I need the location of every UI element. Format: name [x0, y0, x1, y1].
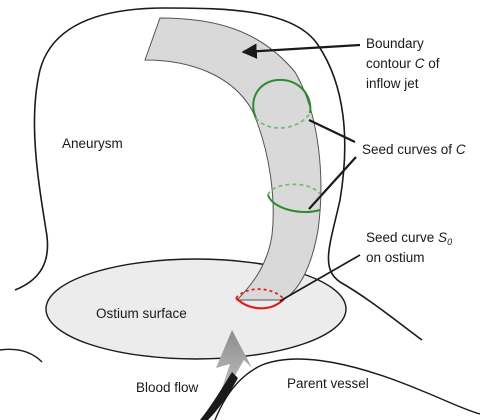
pointer-seed-lower — [308, 156, 357, 210]
label-seed-curves: Seed curves of C — [362, 142, 466, 157]
label-seed-s0-line1: Seed curve S0 — [366, 230, 452, 247]
label-boundary-line3: inflow jet — [366, 76, 419, 91]
label-boundary-line2: contour C of — [366, 56, 440, 71]
label-ostium-surface: Ostium surface — [96, 306, 187, 321]
pointer-boundary — [241, 43, 361, 59]
seed-curve-upper-dashed — [255, 112, 311, 129]
pointer-seed-upper — [308, 119, 356, 143]
label-blood-flow: Blood flow — [136, 380, 199, 395]
label-seed-s0-line2: on ostium — [366, 250, 425, 265]
label-parent-vessel: Parent vessel — [287, 376, 369, 391]
parent-vessel-wall-left — [0, 348, 43, 363]
label-aneurysm: Aneurysm — [62, 136, 123, 151]
seed-curve-s0-dashed — [235, 288, 285, 300]
pointer-s0 — [279, 254, 361, 302]
seed-curve-s0-solid — [235, 297, 285, 310]
inflow-jet-tube — [144, 17, 322, 301]
aneurysm-outline — [14, 7, 423, 341]
seed-curve-upper-solid — [252, 78, 312, 119]
seed-curve-lower-solid — [267, 194, 321, 214]
parent-vessel-wall-lower — [214, 358, 480, 420]
label-boundary-line1: Boundary — [366, 36, 424, 51]
seed-curve-lower-dashed — [267, 183, 321, 196]
blood-flow-arrow-tail — [200, 372, 238, 420]
